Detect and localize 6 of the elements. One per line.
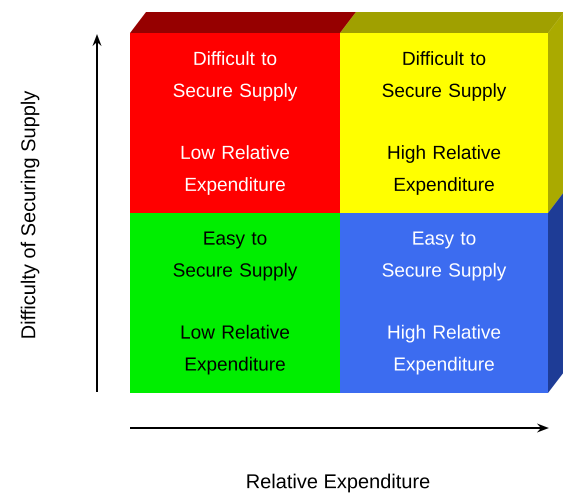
axis-title: Difficulty of Securing Supply <box>20 90 40 338</box>
quadrant-box: Easy to Secure Supply High Relative Expenditure <box>340 213 548 393</box>
quadrant-box: Difficult to Secure Supply Low Relative Expenditure <box>130 33 340 213</box>
axis-title: Relative Expenditure <box>247 474 430 492</box>
quadrant-box: Difficult to Secure Supply High Relative Expenditure <box>340 33 548 213</box>
quadrant-box: Easy to Secure Supply Low Relative Expenditure <box>130 213 340 393</box>
